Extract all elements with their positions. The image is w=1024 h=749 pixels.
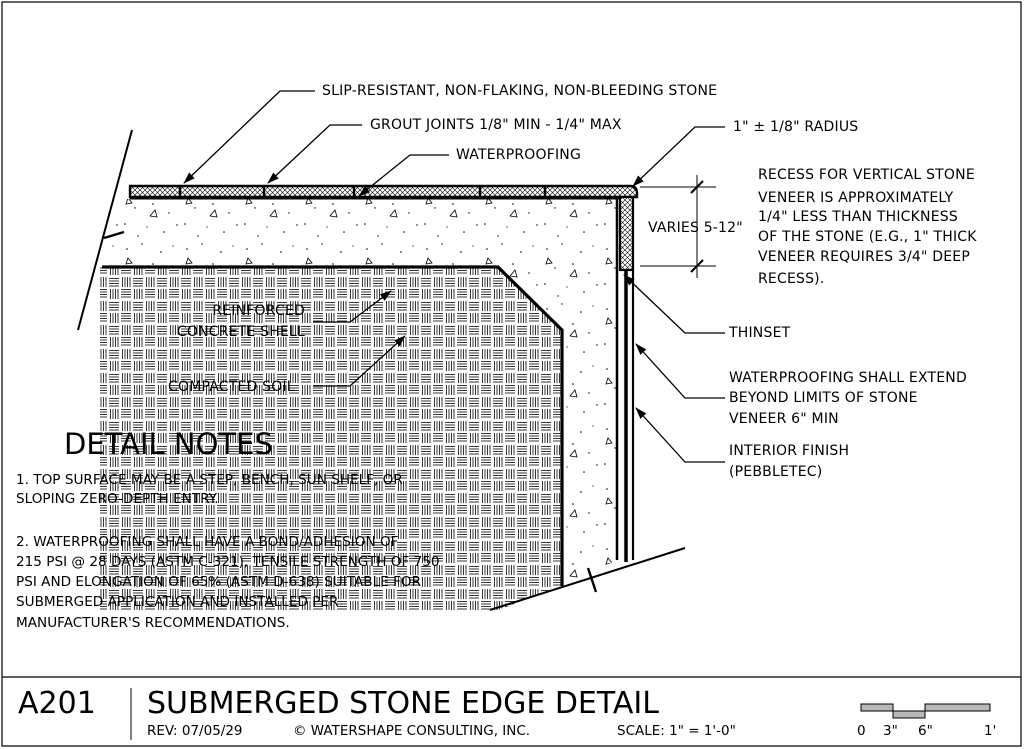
label-radius: 1" ± 1/8" RADIUS	[733, 119, 858, 135]
section-drawing	[77, 129, 716, 611]
stone-coping	[128, 184, 639, 199]
label-compacted-soil: COMPACTED SOIL	[168, 379, 295, 395]
svg-text:(PEBBLETEC): (PEBBLETEC)	[729, 464, 822, 480]
drawing-title: SUBMERGED STONE EDGE DETAIL	[147, 686, 659, 721]
scale-tick: 0	[857, 723, 866, 739]
svg-text:OF THE STONE (E.G., 1" THICK: OF THE STONE (E.G., 1" THICK	[758, 229, 977, 245]
label-thinset: THINSET	[728, 325, 791, 341]
concrete-shell	[107, 199, 617, 586]
note-line: PSI AND ELONGATION OF 65% (ASTM D-638) S…	[16, 574, 422, 590]
scale-tick: 6"	[918, 723, 933, 739]
label-concrete-shell: REINFORCED CONCRETE SHELL	[177, 303, 305, 340]
note-line: 215 PSI @ 28 DAYS (ASTM C-321), TENSILE …	[16, 554, 440, 570]
scale-tick: 3"	[883, 723, 898, 739]
compacted-soil	[100, 267, 562, 610]
label-stone: SLIP-RESISTANT, NON-FLAKING, NON-BLEEDIN…	[322, 83, 717, 99]
note-line: 2. WATERPROOFING SHALL HAVE A BOND/ADHES…	[16, 534, 399, 550]
svg-text:INTERIOR FINISH: INTERIOR FINISH	[729, 443, 849, 459]
stone-veneer	[618, 195, 635, 272]
svg-text:VENEER IS APPROXIMATELY: VENEER IS APPROXIMATELY	[758, 190, 954, 206]
revision-date: REV: 07/05/29	[147, 723, 243, 739]
notes-heading: DETAIL NOTES	[64, 427, 273, 461]
svg-text:WATERPROOFING SHALL EXTEND: WATERPROOFING SHALL EXTEND	[729, 370, 967, 386]
svg-text:VENEER 6" MIN: VENEER 6" MIN	[729, 411, 839, 427]
note-line: 1. TOP SURFACE MAY BE A STEP, BENCH, SUN…	[16, 472, 403, 488]
label-interior-finish: INTERIOR FINISH (PEBBLETEC)	[729, 443, 849, 480]
svg-text:REINFORCED: REINFORCED	[212, 303, 305, 319]
label-grout-joints: GROUT JOINTS 1/8" MIN - 1/4" MAX	[370, 117, 622, 133]
leader-lines	[183, 90, 725, 463]
title-block: A201 SUBMERGED STONE EDGE DETAIL REV: 07…	[18, 686, 996, 740]
label-recess: RECESS FOR VERTICAL STONE VENEER IS APPR…	[758, 167, 977, 287]
svg-text:VENEER REQUIRES 3/4" DEEP: VENEER REQUIRES 3/4" DEEP	[758, 249, 970, 265]
detail-notes: DETAIL NOTES 1. TOP SURFACE MAY BE A STE…	[16, 427, 440, 631]
label-waterproofing-extend: WATERPROOFING SHALL EXTEND BEYOND LIMITS…	[729, 370, 967, 427]
label-waterproofing: WATERPROOFING	[456, 147, 581, 163]
scale-bar: 0 3" 6" 1'	[857, 703, 996, 739]
note-line: SUBMERGED APPLICATION AND INSTALLED PER	[16, 594, 339, 610]
scale-text: SCALE: 1" = 1'-0"	[617, 723, 736, 739]
note-line: MANUFACTURER'S RECOMMENDATIONS.	[16, 615, 290, 631]
svg-text:RECESS).: RECESS).	[758, 271, 824, 287]
svg-text:1/4" LESS THAN THICKNESS: 1/4" LESS THAN THICKNESS	[758, 209, 958, 225]
svg-text:RECESS FOR VERTICAL STONE: RECESS FOR VERTICAL STONE	[758, 167, 975, 183]
note-line: SLOPING ZERO-DEPTH ENTRY.	[16, 491, 219, 507]
svg-text:BEYOND LIMITS OF STONE: BEYOND LIMITS OF STONE	[729, 390, 918, 406]
sheet-number: A201	[18, 686, 96, 721]
copyright: © WATERSHAPE CONSULTING, INC.	[293, 723, 530, 739]
svg-text:CONCRETE SHELL: CONCRETE SHELL	[177, 324, 305, 340]
label-varies: VARIES 5-12"	[648, 220, 743, 236]
scale-tick: 1'	[984, 723, 996, 739]
